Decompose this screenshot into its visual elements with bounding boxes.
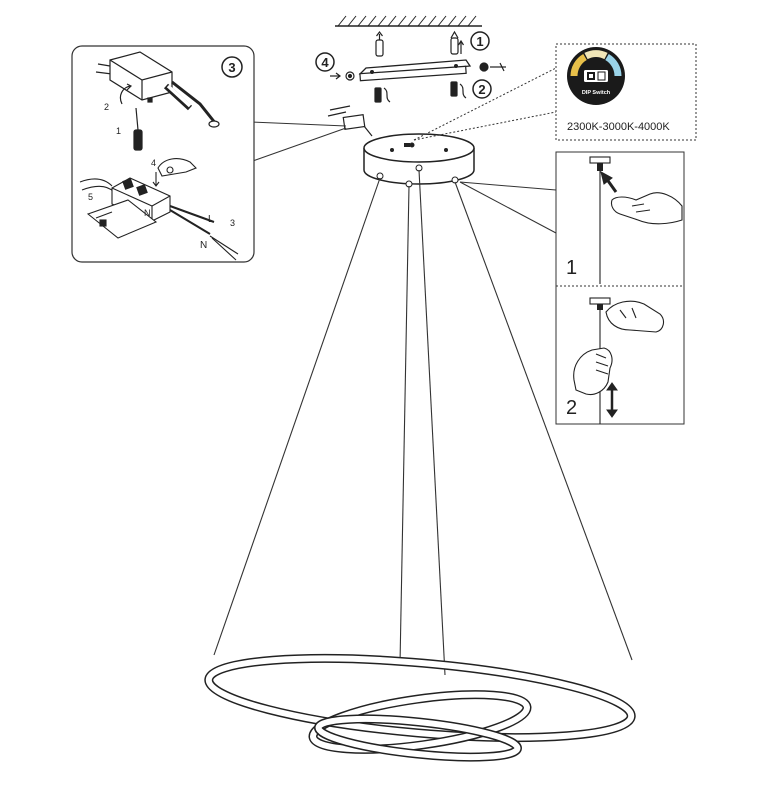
step-3-number: 3: [228, 60, 235, 75]
finger-icon: [152, 158, 197, 187]
cct-arc-warm: [570, 53, 587, 77]
hand-press-icon: [610, 192, 683, 225]
cct-arc-cool: [605, 53, 622, 77]
wall-anchor-left: [375, 31, 384, 57]
cct-arc-neutral: [584, 50, 608, 60]
step-1-number: 1: [476, 34, 483, 49]
dip-switch-icon: [584, 70, 608, 82]
screwdriver-icon: [119, 83, 143, 151]
step-1-marker: 1: [470, 31, 490, 51]
adjust-step-1-number: 1: [566, 257, 577, 279]
adjust-step-1: 1: [566, 156, 683, 284]
side-screw-left: [330, 71, 355, 81]
wiring-detail-panel: 3 2 1: [71, 45, 255, 263]
step-3-marker: 3: [221, 56, 243, 78]
dip-switch-panel: DIP Switch 2300K-3000K-4000K: [555, 43, 697, 141]
callout-leaders: [249, 67, 557, 234]
cct-options: 2300K-3000K-4000K: [567, 121, 670, 133]
mounting-bracket: [358, 59, 472, 82]
sub-step-5: 5: [88, 192, 93, 202]
pendant-rings: [204, 654, 636, 762]
driver-box: [327, 105, 373, 137]
hand-grip-icon: [573, 347, 613, 396]
wall-anchor-right: [450, 30, 465, 55]
terminal-block: [79, 177, 239, 261]
neutral-wire-label: N: [200, 240, 207, 251]
height-adjust-panel: 1 2: [555, 151, 685, 425]
step-4-number: 4: [321, 55, 329, 70]
terminal-neutral-label: N: [144, 208, 151, 218]
step-4-marker: 4: [315, 52, 335, 72]
screws-below-bracket: [374, 81, 467, 103]
ceiling-canopy: [363, 133, 475, 188]
sub-step-2: 2: [104, 102, 109, 112]
adjust-step-2-number: 2: [566, 397, 577, 419]
side-screw-right: [479, 62, 506, 72]
sub-step-4: 4: [151, 158, 156, 168]
adjust-step-2: 2: [566, 297, 665, 424]
sub-step-3: 3: [230, 218, 235, 228]
step-2-marker: 2: [472, 79, 492, 99]
ceiling: [335, 15, 482, 27]
live-wire-label: L: [208, 214, 214, 225]
up-down-arrow-icon: [606, 382, 618, 418]
dip-switch-label: DIP Switch: [582, 90, 611, 96]
sub-step-1: 1: [116, 126, 121, 136]
hand-hold-icon: [605, 300, 665, 333]
step-2-number: 2: [478, 82, 485, 97]
push-arrow-icon: [600, 171, 618, 193]
suspension-cables: [213, 169, 633, 676]
